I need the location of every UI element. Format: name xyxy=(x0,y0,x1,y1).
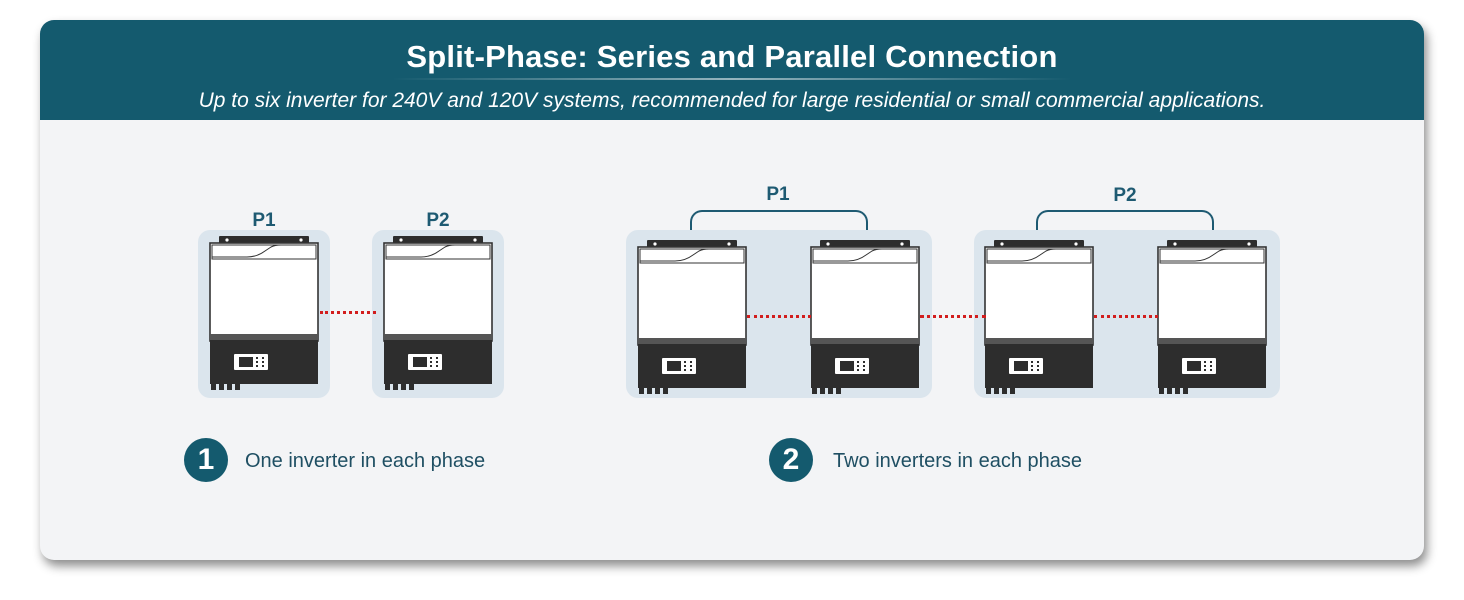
inverter-icon xyxy=(1157,240,1267,400)
phase-label-p2: P2 xyxy=(1113,185,1137,206)
step-label: Two inverters in each phase xyxy=(833,450,1083,472)
dotted-link xyxy=(920,315,986,318)
page-title: Split-Phase: Series and Parallel Connect… xyxy=(406,39,1058,74)
header-banner: Split-Phase: Series and Parallel Connect… xyxy=(40,20,1424,120)
inverter-icon xyxy=(637,240,747,400)
dotted-link xyxy=(320,311,376,314)
step-number-badge: 1 xyxy=(184,438,228,482)
inverter-icon xyxy=(810,240,920,400)
step-label: One inverter in each phase xyxy=(245,450,486,472)
inverter-icon xyxy=(209,236,319,396)
title-divider xyxy=(392,78,1072,80)
inverter-icon xyxy=(984,240,1094,400)
inverter-icon xyxy=(383,236,493,396)
dotted-link xyxy=(1094,315,1158,318)
step-number-badge: 2 xyxy=(769,438,813,482)
phase-label-p1: P1 xyxy=(252,210,276,231)
phase-label-p1: P1 xyxy=(766,184,790,205)
phase-label-p2: P2 xyxy=(426,210,450,231)
page-subtitle: Up to six inverter for 240V and 120V sys… xyxy=(198,89,1266,112)
phase-bracket-p1 xyxy=(690,210,868,230)
dotted-link xyxy=(747,315,811,318)
phase-bracket-p2 xyxy=(1036,210,1214,230)
